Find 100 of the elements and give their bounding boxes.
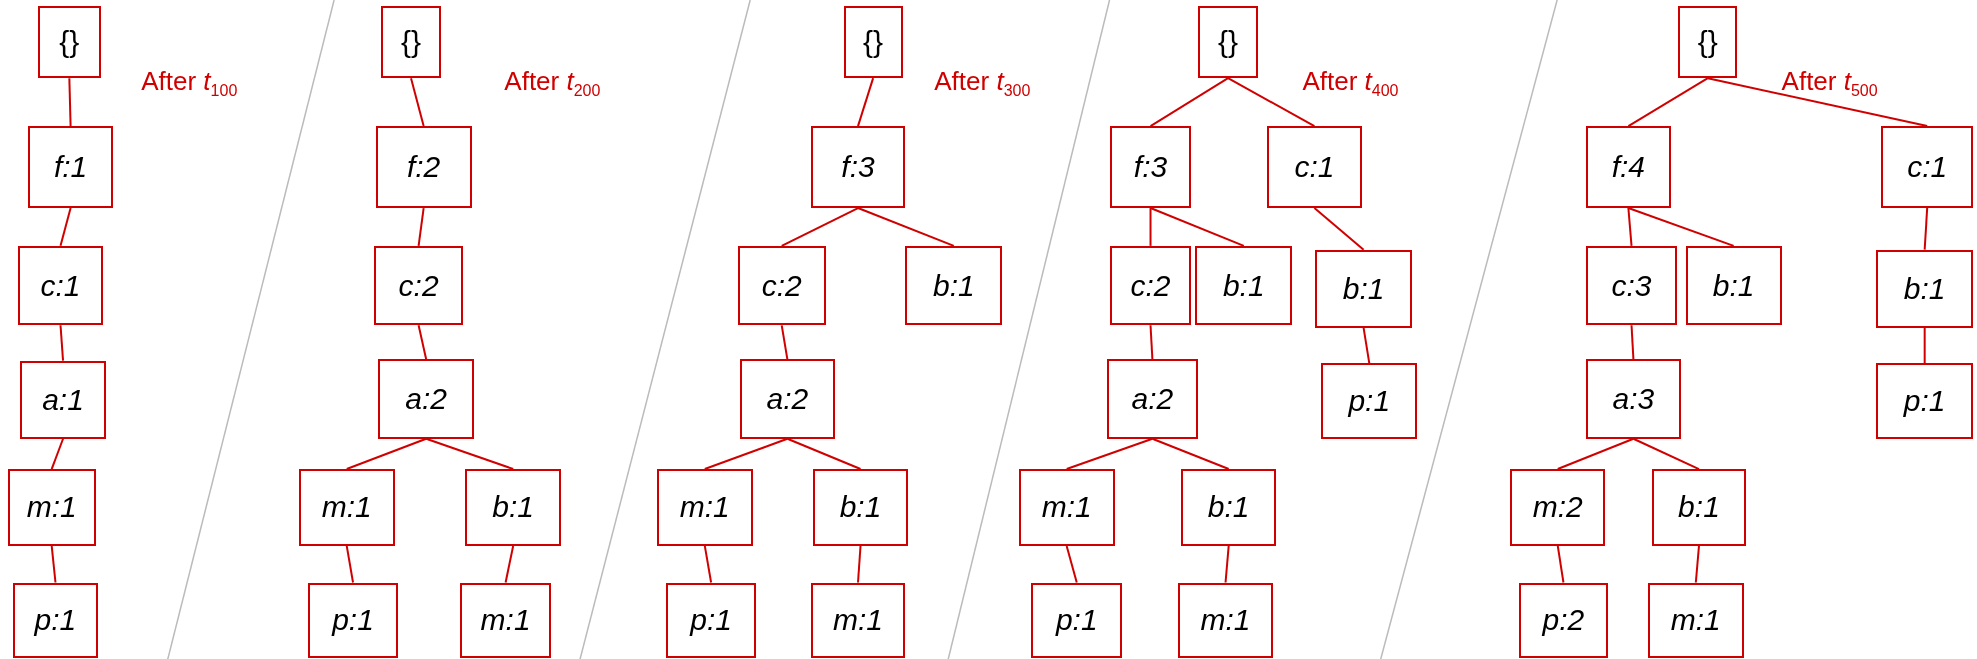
- tree-node-box: [740, 359, 835, 439]
- tree-edge: [1556, 437, 1635, 471]
- tree-edge: [1151, 437, 1230, 471]
- node-label: m:1: [679, 490, 730, 525]
- snapshot-label: After t$_{300}$: [934, 65, 1031, 100]
- tree-edge: [1149, 207, 1152, 247]
- root-node-box: [1197, 6, 1259, 79]
- tree-node-box: [375, 126, 472, 209]
- tree-edge: [1065, 544, 1078, 584]
- tree-node-box: [378, 359, 475, 439]
- root-node-box: [380, 6, 442, 79]
- node-label: {}: [401, 25, 422, 60]
- tree-node-box: [1586, 359, 1681, 439]
- tree-edge: [425, 437, 515, 471]
- tree-node-box: [1651, 469, 1747, 546]
- tree-node-box: [17, 245, 104, 326]
- node-label: m:1: [26, 490, 77, 525]
- node-label: p:1: [332, 603, 374, 638]
- tree-node-box: [905, 245, 1003, 326]
- tree-node-box: [374, 245, 463, 326]
- node-label: f:3: [841, 150, 875, 185]
- tree-node-box: [1177, 582, 1274, 659]
- tree-edge: [1632, 437, 1700, 471]
- tree-edge: [345, 544, 355, 584]
- tree-edge: [1313, 207, 1365, 251]
- node-label: f:2: [406, 150, 441, 185]
- node-label: a:2: [1131, 382, 1174, 417]
- tree-node-box: [1876, 363, 1974, 439]
- tree-node-box: [813, 469, 908, 546]
- tree-node-box: [1109, 245, 1192, 326]
- node-label: b:1: [839, 490, 882, 525]
- tree-edge: [703, 437, 789, 471]
- node-label: m:1: [1670, 603, 1721, 638]
- node-label: b:1: [1712, 268, 1755, 303]
- tree-edge: [1630, 324, 1635, 361]
- tree-node-box: [665, 582, 757, 659]
- tree-edge: [780, 324, 789, 361]
- node-label: m:1: [321, 490, 372, 525]
- node-label: p:2: [1542, 603, 1585, 638]
- tree-node-box: [1586, 126, 1671, 209]
- tree-edge: [1627, 77, 1709, 128]
- tree-node-box: [1586, 245, 1677, 326]
- tree-edge: [1706, 77, 1929, 128]
- tree-edge: [1149, 77, 1230, 128]
- node-label: b:1: [1903, 271, 1946, 306]
- node-label: {}: [59, 25, 80, 60]
- tree-edge: [857, 544, 862, 584]
- tree-edge: [857, 77, 875, 128]
- tree-node-box: [1181, 469, 1276, 546]
- tree-node-box: [1881, 126, 1974, 209]
- tree-edge: [417, 207, 425, 247]
- node-label: p:1: [34, 603, 77, 638]
- node-label: c:1: [40, 268, 81, 303]
- tree-edge: [1149, 324, 1154, 361]
- node-label: b:1: [932, 268, 975, 303]
- node-label: {}: [863, 25, 884, 60]
- snapshot-label: After t$_{500}$: [1781, 65, 1878, 100]
- tree-edge: [1923, 207, 1929, 251]
- tree-edge: [1149, 207, 1245, 247]
- tree-edge: [1224, 544, 1230, 584]
- tree-node-box: [298, 469, 395, 546]
- tree-node-box: [1685, 245, 1782, 326]
- tree-edge: [68, 77, 72, 128]
- node-label: p:1: [1903, 383, 1946, 418]
- tree-node-box: [307, 582, 399, 659]
- tree-edge: [345, 437, 428, 471]
- node-label: a:1: [42, 382, 84, 417]
- root-node-box: [37, 6, 101, 79]
- tree-node-box: [1195, 245, 1293, 326]
- node-label: a:2: [405, 382, 447, 417]
- tree-edge: [1627, 207, 1633, 247]
- tree-node-box: [1018, 469, 1115, 546]
- node-label: a:3: [1612, 382, 1655, 417]
- tree-node-box: [1321, 363, 1418, 439]
- snapshot-label: After t$_{200}$: [504, 65, 601, 100]
- snapshot-label: After t$_{100}$: [141, 65, 238, 100]
- node-label: p:1: [1055, 603, 1098, 638]
- tree-edge: [1923, 326, 1926, 365]
- tree-node-box: [810, 582, 906, 659]
- tree-node-box: [460, 582, 551, 659]
- node-label: c:1: [1294, 150, 1335, 185]
- tree-edge: [703, 544, 713, 584]
- node-label: f:3: [1133, 150, 1168, 185]
- tree-edge: [786, 437, 862, 471]
- tree-edge: [857, 207, 955, 247]
- tree-node-box: [656, 469, 753, 546]
- node-label: m:2: [1532, 490, 1583, 525]
- tree-edge: [1227, 77, 1316, 128]
- tree-edge: [1627, 207, 1735, 247]
- node-label: f:1: [53, 150, 88, 185]
- root-node-box: [1678, 6, 1738, 79]
- node-label: c:2: [398, 268, 439, 303]
- tree-edge: [780, 207, 859, 247]
- tree-node-box: [1109, 126, 1192, 209]
- root-node-box: [843, 6, 903, 79]
- tree-node-box: [20, 360, 106, 439]
- node-label: m:1: [480, 603, 531, 638]
- tree-edge: [504, 544, 515, 584]
- tree-node-box: [737, 245, 826, 326]
- node-label: m:1: [1200, 603, 1251, 638]
